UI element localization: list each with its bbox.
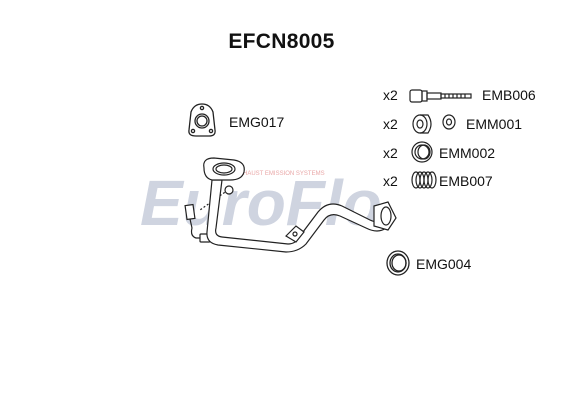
part-label-emg004: EMG004 xyxy=(416,256,472,272)
watermark-subtext: EXHAUST EMISSION SYSTEMS xyxy=(235,171,325,177)
front-pipe-icon xyxy=(184,157,397,253)
euroflo-watermark: EuroFlo EXHAUST EMISSION SYSTEMS xyxy=(140,167,382,239)
bush-icon xyxy=(412,114,456,134)
triangle-flange-gasket-icon xyxy=(188,103,216,137)
part-label-emb006: EMB006 xyxy=(482,87,536,103)
bolt-icon xyxy=(409,89,472,103)
qty-emm001: x2 xyxy=(383,116,398,132)
qty-emm002: x2 xyxy=(383,145,398,161)
part-label-emm002: EMM002 xyxy=(439,145,496,161)
part-label-emb007: EMB007 xyxy=(439,173,493,189)
part-label-emg017: EMG017 xyxy=(229,114,285,130)
ring-gasket-icon xyxy=(386,250,410,276)
ring-icon xyxy=(411,141,433,163)
part-label-emm001: EMM001 xyxy=(466,116,523,132)
watermark-text: EuroFlo xyxy=(140,167,382,239)
part-number-title: EFCN8005 xyxy=(228,30,335,53)
qty-emb007: x2 xyxy=(383,173,398,189)
qty-emb006: x2 xyxy=(383,87,398,103)
spring-icon xyxy=(411,171,437,189)
